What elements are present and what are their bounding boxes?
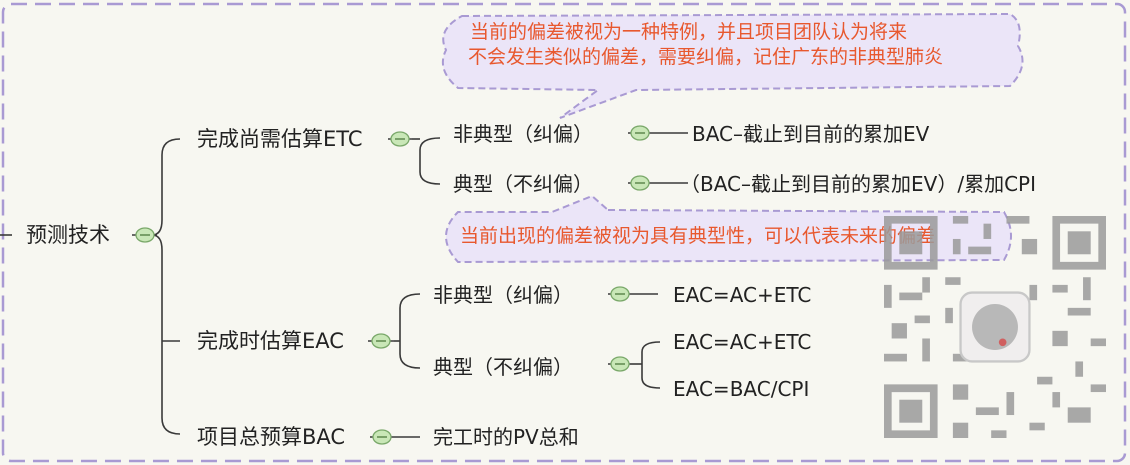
etc-atypical-formula[interactable]: BAC–截止到目前的累加EV [692,122,929,146]
qr-code-watermark [884,216,1106,438]
root-node-label[interactable]: 预测技术 [26,223,110,247]
etc-atypical-label[interactable]: 非典型（纠偏） [453,122,593,146]
etc-typical-label[interactable]: 典型（不纠偏） [453,172,593,196]
branch-etc-label[interactable]: 完成尚需估算ETC [197,127,363,151]
eac-typical-formula-2[interactable]: EAC=BAC/CPI [673,377,809,401]
bac-definition[interactable]: 完工时的PV总和 [433,425,579,449]
eac-typical-label[interactable]: 典型（不纠偏） [433,355,573,379]
callout-typical-text: 当前出现的偏差被视为具有典型性，可以代表未来的偏差 [460,224,935,249]
branch-eac-label[interactable]: 完成时估算EAC [197,329,344,353]
etc-typical-formula[interactable]: （BAC–截止到目前的累加EV）/累加CPI [680,172,1036,196]
branch-bac-label[interactable]: 项目总预算BAC [197,425,345,449]
eac-atypical-formula[interactable]: EAC=AC+ETC [673,283,811,307]
eac-atypical-label[interactable]: 非典型（纠偏） [433,283,573,307]
callout-atypical-line1: 当前的偏差被视为一种特例，并且项目团队认为将来 [470,20,907,45]
callout-atypical-line2: 不会发生类似的偏差，需要纠偏，记住广东的非典型肺炎 [468,45,943,70]
eac-typical-formula-1[interactable]: EAC=AC+ETC [673,330,811,354]
